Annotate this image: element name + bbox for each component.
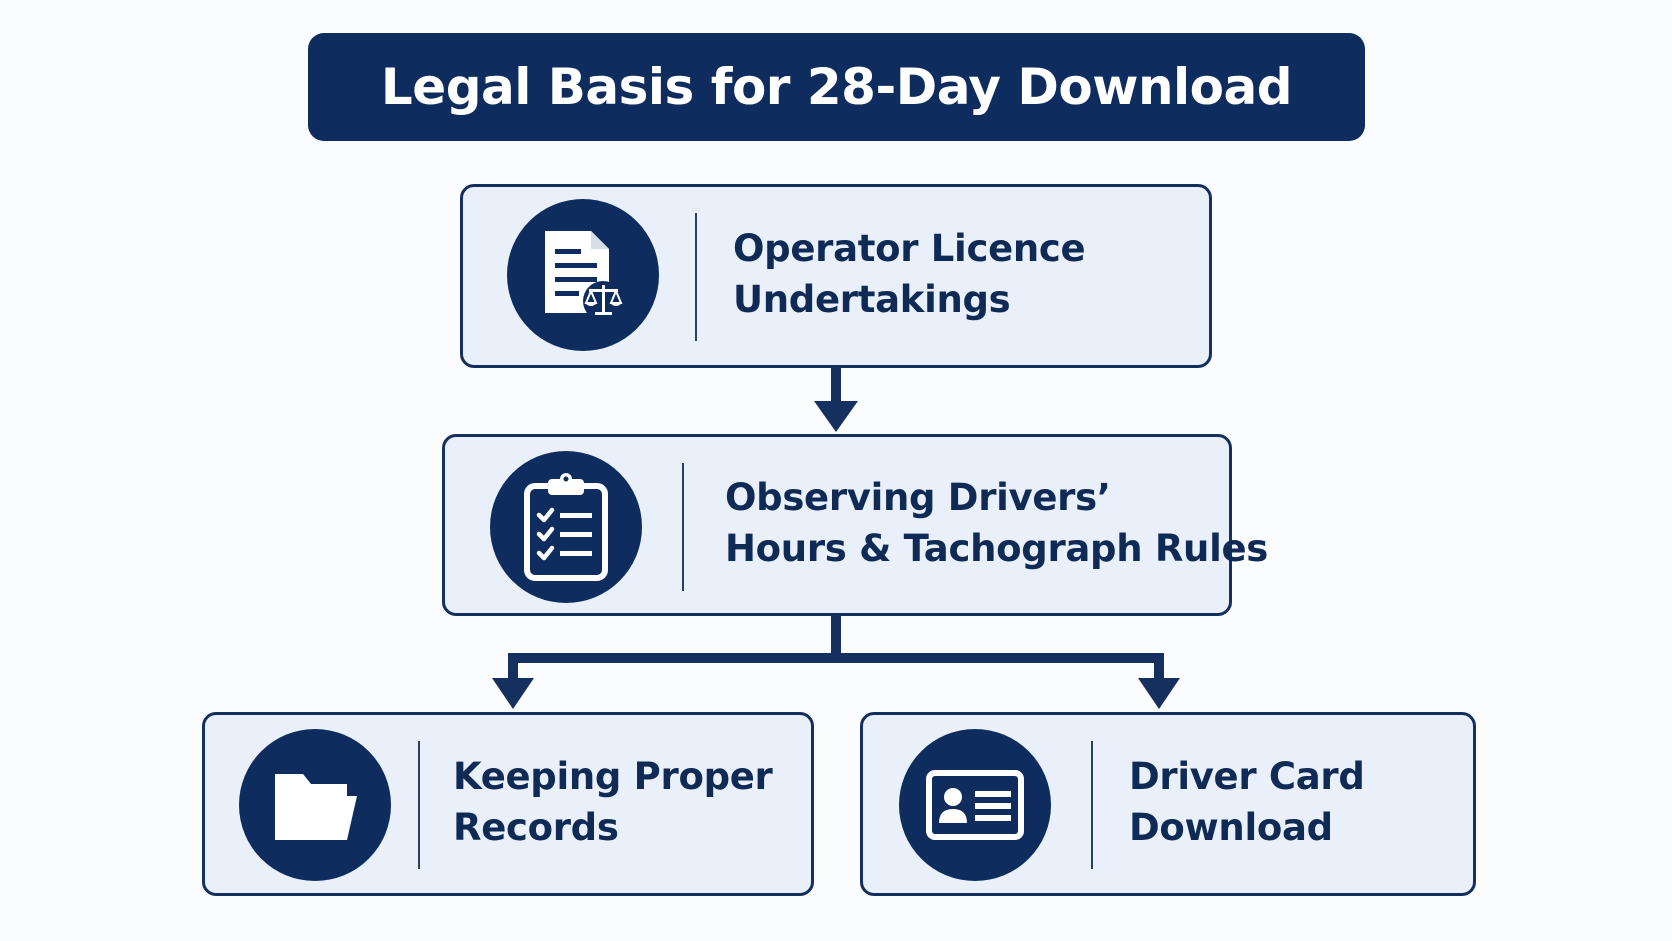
node-operator-line1: Operator Licence	[733, 227, 1086, 270]
node-observing-line2: Hours & Tachograph Rules	[725, 527, 1268, 570]
node-card-line2: Download	[1129, 806, 1333, 849]
node-records-label: Keeping Proper Records	[453, 751, 773, 853]
document-with-scales-icon	[545, 231, 623, 321]
node-card-icon-badge	[899, 729, 1051, 881]
node-operator-divider	[695, 213, 697, 341]
arrow-head-operator-observing	[814, 401, 858, 432]
folder-icon	[275, 774, 357, 840]
node-operator-licence: Operator Licence Undertakings	[460, 184, 1212, 368]
node-keeping-records: Keeping Proper Records	[202, 712, 814, 896]
node-records-divider	[418, 741, 420, 869]
node-driver-card-download: Driver Card Download	[860, 712, 1476, 896]
node-records-line2: Records	[453, 806, 619, 849]
node-observing-line1: Observing Drivers’	[725, 476, 1111, 519]
node-operator-line2: Undertakings	[733, 278, 1011, 321]
arrow-shaft-to-records	[508, 653, 518, 680]
node-records-line1: Keeping Proper	[453, 755, 773, 798]
arrow-head-to-records	[492, 678, 534, 709]
id-card-icon	[926, 770, 1024, 840]
arrow-shaft-to-card	[1154, 653, 1164, 680]
node-card-divider	[1091, 741, 1093, 869]
node-observing-icon-badge	[490, 451, 642, 603]
node-records-icon-badge	[239, 729, 391, 881]
arrow-branch-horizontal	[508, 653, 1164, 663]
node-card-label: Driver Card Download	[1129, 751, 1365, 853]
arrow-shaft-operator-observing	[831, 367, 841, 403]
arrow-trunk-observing	[831, 614, 841, 658]
diagram-title: Legal Basis for 28-Day Download	[380, 58, 1293, 116]
node-card-line1: Driver Card	[1129, 755, 1365, 798]
node-observing-divider	[682, 463, 684, 591]
node-operator-icon-badge	[507, 199, 659, 351]
node-observing-label: Observing Drivers’ Hours & Tachograph Ru…	[725, 472, 1268, 574]
node-observing-rules: Observing Drivers’ Hours & Tachograph Ru…	[442, 434, 1268, 616]
arrow-head-to-card	[1138, 678, 1180, 709]
title-banner: Legal Basis for 28-Day Download	[308, 33, 1365, 141]
clipboard-checklist-icon	[524, 473, 608, 581]
node-operator-label: Operator Licence Undertakings	[733, 223, 1086, 325]
